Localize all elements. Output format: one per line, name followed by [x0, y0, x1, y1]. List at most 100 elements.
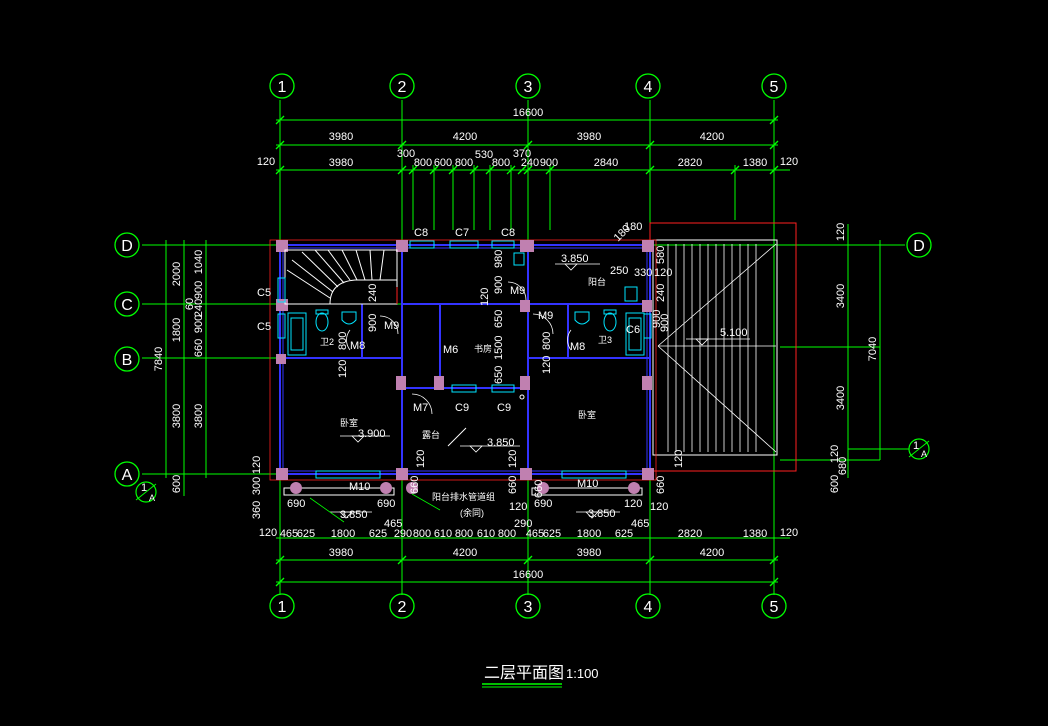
dim-right-r1-3: 120 — [829, 445, 841, 463]
dim-left-r2-8: 300 — [251, 477, 263, 495]
drawing-title-block: 二层平面图 1:100 — [482, 665, 599, 688]
dim-right-r1-0: 120 — [835, 223, 847, 241]
terrace-roof-hatch — [657, 243, 777, 453]
dim-top-r2-11: 2840 — [594, 157, 618, 169]
dim-inner-3: 250 — [610, 265, 628, 277]
dim-inner-8: 980 — [493, 250, 505, 268]
window-label-C6: C6 — [626, 324, 640, 336]
dim-top-r2-3: 800 — [414, 157, 432, 169]
dim-inner-32: 120 — [509, 501, 527, 513]
room-label-bedroom-right: 卧室 — [578, 409, 596, 420]
dim-left-r1-1: 1800 — [171, 318, 183, 342]
dim-inner-5: 120 — [654, 267, 672, 279]
axis-bubbles-top: 1 2 3 4 5 — [269, 73, 787, 99]
door-label-M8-a: M8 — [350, 340, 365, 352]
window-label-C8-a: C8 — [414, 227, 428, 239]
section-mark-right: 1 A — [848, 438, 930, 460]
section-mark-left-num: 1 — [141, 482, 147, 494]
dim-bot-r2-6: 800 — [413, 528, 431, 540]
dim-inner-30: 465 — [631, 518, 649, 530]
dim-inner-11: 650 — [493, 310, 505, 328]
axis-label-A-left: A — [122, 467, 133, 484]
dim-bot-r2-3: 1800 — [331, 528, 355, 540]
note-drain-pipe-group: 阳台排水管道组 — [432, 491, 495, 502]
note-same-elsewhere: (余同) — [460, 507, 484, 518]
dim-inner-29: 465 — [384, 518, 402, 530]
dim-top-r2-9: 240 — [521, 157, 539, 169]
window-label-C5-a: C5 — [257, 287, 271, 299]
axis-label-3-top: 3 — [524, 79, 533, 96]
elevation-left-balcony: 3.850 — [340, 509, 368, 521]
dim-top-r2-5: 800 — [455, 157, 473, 169]
elevation-roof: 5.100 — [720, 327, 748, 339]
dim-bot-r2-13: 1800 — [577, 528, 601, 540]
drain-pipes — [290, 394, 640, 494]
dim-left-r2-3: 900 — [193, 315, 205, 333]
dim-left-r1-2: 3800 — [171, 404, 183, 428]
room-labels: 卫2 卫3 阳台 卧室 书房 露台 卧室 阳台排水管道组 (余同) — [320, 276, 612, 518]
dim-inner-19: 800 — [541, 332, 553, 350]
dim-bot-r2-0: 120 — [259, 527, 277, 539]
door-label-M10-b: M10 — [577, 478, 598, 490]
dim-top-r1-1: 4200 — [453, 131, 477, 143]
dim-right-overall: 7040 — [867, 337, 879, 361]
dim-inner-33: 660 — [533, 480, 545, 498]
dim-top-r2-2: 300 — [397, 148, 415, 160]
dim-right-r1-2: 3400 — [835, 386, 847, 410]
left-dimension-lines — [165, 240, 207, 496]
axis-label-D-right: D — [913, 238, 925, 255]
drawing-scale: 1:100 — [566, 666, 599, 681]
dim-bot-r1-0: 3980 — [329, 547, 353, 559]
dim-top-overall: 16600 — [513, 107, 544, 119]
dim-inner-13: 650 — [493, 366, 505, 384]
dim-bot-r2-4: 625 — [369, 528, 387, 540]
dim-left-r1-0: 2000 — [171, 262, 183, 286]
dim-left-r1-3: 600 — [171, 475, 183, 493]
door-label-M8-b: M8 — [570, 341, 585, 353]
door-label-M9-a: M9 — [384, 320, 399, 332]
level-markers — [330, 263, 750, 519]
room-label-bath-2: 卫2 — [320, 337, 334, 347]
elevation-right-balcony: 3.850 — [588, 508, 616, 520]
dim-left-overall: 7840 — [153, 347, 165, 371]
dim-top-r2-13: 1380 — [743, 157, 767, 169]
dim-top-r2-7: 800 — [492, 157, 510, 169]
right-dimension-text: 7040 120 3400 3400 120 600 680 — [829, 223, 879, 493]
dim-inner-15: 900 — [367, 314, 379, 332]
room-label-terrace: 露台 — [422, 429, 440, 440]
axis-label-D-left: D — [121, 238, 133, 255]
dim-bot-r2-10: 800 — [498, 528, 516, 540]
dim-bot-overall: 16600 — [513, 569, 544, 581]
window-label-C8-b: C8 — [501, 227, 515, 239]
dim-inner-2: 580 — [655, 246, 667, 264]
dim-inner-0: 180 — [624, 221, 642, 233]
axis-label-5-bottom: 5 — [770, 599, 779, 616]
axis-label-4-top: 4 — [644, 79, 653, 96]
structural-columns — [276, 240, 654, 480]
window-label-C9-b: C9 — [497, 402, 511, 414]
elevation-labels: 3.850 3.850 3.900 3.850 3.850 5.100 — [340, 253, 748, 521]
axis-label-5-top: 5 — [770, 79, 779, 96]
dim-inner-14: 240 — [367, 284, 379, 302]
bottom-dimension-text: 120 465 625 1800 625 290 800 610 800 610… — [259, 527, 798, 581]
axis-label-C-left: C — [121, 297, 133, 314]
dim-top-r2-14: 120 — [780, 156, 798, 168]
room-label-bedroom-left: 卧室 — [340, 417, 358, 428]
axis-label-2-top: 2 — [398, 79, 407, 96]
door-label-M9-c: M9 — [538, 310, 553, 322]
window-label-C9-a: C9 — [455, 402, 469, 414]
bathroom-fixtures — [287, 252, 645, 356]
dim-inner-27: 690 — [534, 498, 552, 510]
room-label-balcony-top: 阳台 — [588, 276, 606, 287]
right-dimension-lines — [780, 224, 881, 478]
dim-inner-4: 330 — [634, 267, 652, 279]
dim-inner-18: 120 — [337, 360, 349, 378]
dim-inner-34: 120 — [650, 501, 668, 513]
room-label-study: 书房 — [474, 343, 492, 354]
dim-top-r2-0: 120 — [257, 156, 275, 168]
dim-left-r2-0: 1040 — [193, 250, 205, 274]
dim-inner-36: 120 — [673, 450, 685, 468]
door-label-M9-b: M9 — [510, 285, 525, 297]
